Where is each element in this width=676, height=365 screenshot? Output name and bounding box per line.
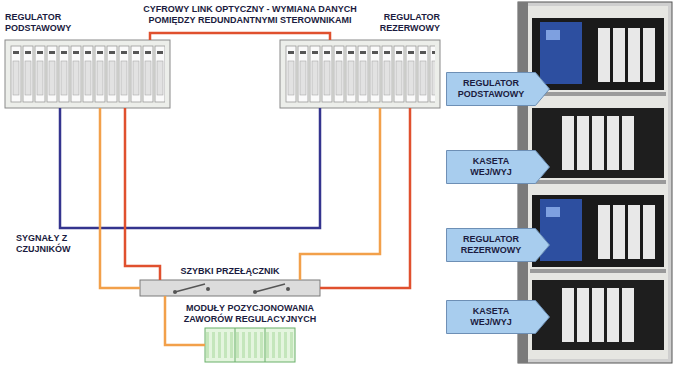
rack-backup (280, 40, 440, 108)
signal-line (150, 33, 330, 40)
callout-label: REGULATOR PODSTAWOWY (453, 78, 529, 100)
node-heading: MODUŁY POZYCJONOWANIA ZAWORÓW REGULACYJN… (165, 303, 335, 325)
signal-line (320, 108, 410, 288)
valve-module-group: MODUŁY POZYCJONOWANIA ZAWORÓW REGULACYJN… (205, 328, 295, 362)
arrow-callout: REGULATOR PODSTAWOWY (446, 72, 550, 106)
callout-label: REGULATOR REZERWOWY (453, 234, 529, 256)
controller-rack: REGULATOR REZERWOWY (280, 40, 440, 108)
arrow-outline (447, 73, 550, 106)
rack-primary (5, 40, 170, 108)
node-heading: SZYBKI PRZEŁĄCZNIK (140, 266, 320, 277)
edge-label: CYFROWY LINK OPTYCZNY - WYMIANA DANYCH P… (125, 4, 375, 26)
fast-switch: SZYBKI PRZEŁĄCZNIK (140, 280, 320, 296)
signal-line (300, 108, 380, 280)
callout-label: KASETA WEJ/WYJ (453, 306, 529, 328)
signal-line (125, 108, 160, 280)
arrow-outline (447, 301, 550, 334)
callout-label: KASETA WEJ/WYJ (453, 156, 529, 178)
node-heading: REGULATOR REZERWOWY (360, 12, 440, 34)
node-heading: REGULATOR PODSTAWOWY (5, 12, 85, 34)
arrow-outline (447, 229, 550, 262)
arrow-callout: REGULATOR REZERWOWY (446, 228, 550, 262)
valve-modules (205, 328, 295, 362)
controller-rack: REGULATOR PODSTAWOWY (5, 40, 170, 108)
arrow-callout: KASETA WEJ/WYJ (446, 300, 550, 334)
arrow-callout: KASETA WEJ/WYJ (446, 150, 550, 184)
arrow-outline (447, 151, 550, 184)
signal-line (100, 108, 140, 288)
edge-label: SYGNAŁY Z CZUJNIKÓW (16, 233, 92, 255)
switch-symbol (140, 280, 320, 296)
